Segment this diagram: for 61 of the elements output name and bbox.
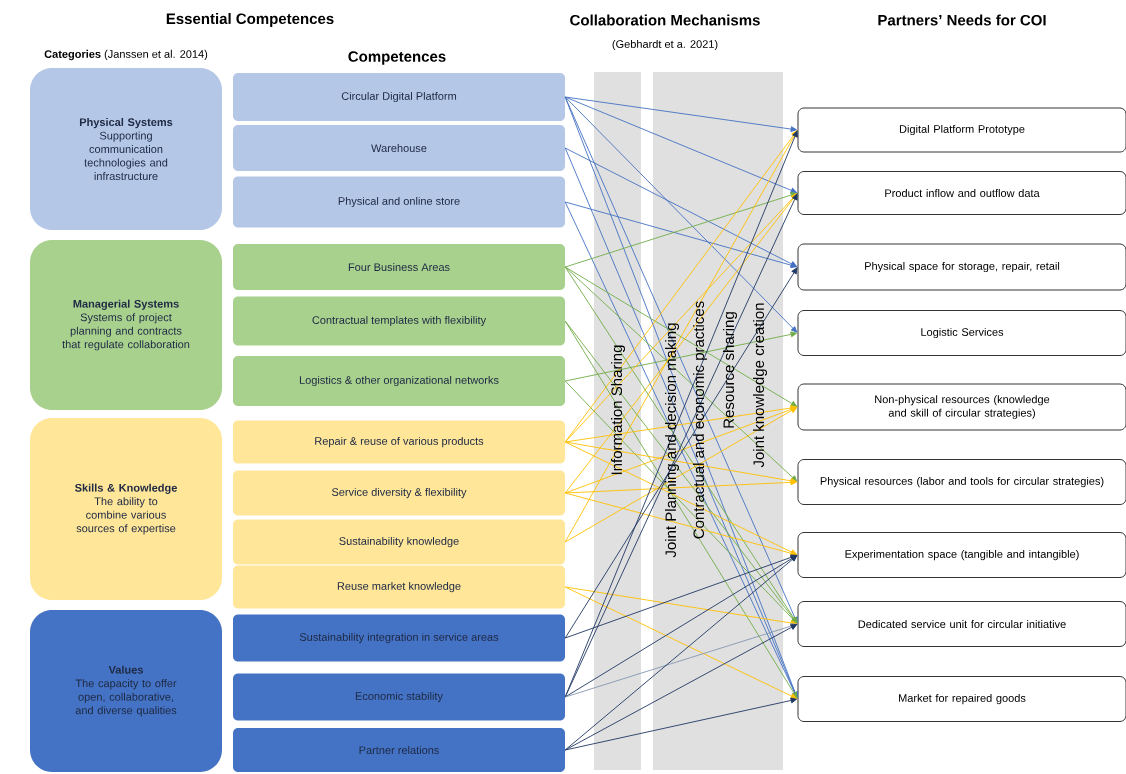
arrow <box>564 380 798 624</box>
mechanism-label: Joint Planning and decision making <box>665 323 679 558</box>
arrow <box>564 193 798 494</box>
arrow <box>564 147 798 267</box>
arrow <box>564 555 798 698</box>
competence-box: Logistics & other organizational networks <box>233 356 565 406</box>
competence-box: Warehouse <box>233 125 565 171</box>
node-label: Sustainability knowledge <box>339 536 459 548</box>
category-box: Skills & Knowledge The ability to combine various sources of expertise <box>30 418 222 600</box>
arrow <box>564 266 798 407</box>
arrow <box>564 130 798 443</box>
category-box: Values The capacity to offer open, collaborative, and diverse qualities <box>30 610 222 772</box>
arrow <box>564 624 798 751</box>
competence-box: Partner relations <box>233 728 565 772</box>
arrow <box>564 441 798 555</box>
need-box: Dedicated service unit for circular initiative <box>797 601 1126 647</box>
competence-box: Reuse market knowledge <box>233 565 565 609</box>
category-box: Physical Systems Supporting communication technologies and infrastructure <box>30 68 222 230</box>
competence-box: Contractual templates with flexibility <box>233 296 565 346</box>
competence-box: Circular Digital Platform <box>233 73 565 121</box>
arrow <box>564 555 798 751</box>
arrow <box>564 266 798 482</box>
mechanism-label: Contractual and economic practices <box>693 301 707 539</box>
category-box: Managerial Systems Systems of project planning and contracts that regulate collaboration <box>30 240 222 410</box>
mechanism-label: Information Sharing <box>611 345 625 475</box>
arrow <box>564 554 797 639</box>
arrow <box>564 405 797 443</box>
column-heading: Collaboration Mechanisms <box>570 14 760 26</box>
arrow <box>564 479 797 494</box>
need-box: Physical space for storage, repair, retail <box>797 243 1126 291</box>
competence-box: Four Business Areas <box>233 244 565 290</box>
arrow <box>564 130 798 543</box>
citation: (Gebhardt et a. 2021) <box>612 39 718 51</box>
need-box: Digital Platform Prototype <box>797 107 1126 153</box>
competence-box: Sustainability knowledge <box>233 519 565 565</box>
arrow <box>564 492 797 557</box>
competence-box: Sustainability integration in service areas <box>233 614 565 662</box>
arrow <box>564 697 797 751</box>
need-box: Non-physical resources (knowledge and skill of circular strategies) <box>797 383 1126 431</box>
need-box: Market for repaired goods <box>797 676 1126 722</box>
mechanism-label: Joint knowledge creation <box>753 303 767 468</box>
arrow <box>564 407 798 543</box>
need-box: Product inflow and outflow data <box>797 171 1126 215</box>
arrow <box>564 586 798 699</box>
arrow <box>564 96 798 333</box>
competence-box: Economic stability <box>233 673 565 721</box>
competence-box: Physical and online store <box>233 176 565 228</box>
arrow <box>564 623 797 698</box>
arrow <box>564 320 798 699</box>
arrow <box>564 331 797 382</box>
competence-box: Repair & reuse of various products <box>233 420 565 464</box>
arrow <box>564 96 797 194</box>
column-heading: Categories (Janssen et al. 2014) <box>44 49 208 61</box>
need-box: Experimentation space (tangible and intangible) <box>797 532 1126 578</box>
node-label: Reuse market knowledge <box>337 581 461 593</box>
column-heading: Partners’ Needs for COI <box>878 14 1046 26</box>
column-heading: Essential Competences <box>166 13 334 27</box>
need-box: Physical resources (labor and tools for circular strategies) <box>797 459 1126 505</box>
mechanism-label: Resource sharing <box>723 312 737 428</box>
need-box: Logistic Services <box>797 310 1126 356</box>
competence-box: Service diversity & flexibility <box>233 470 565 516</box>
